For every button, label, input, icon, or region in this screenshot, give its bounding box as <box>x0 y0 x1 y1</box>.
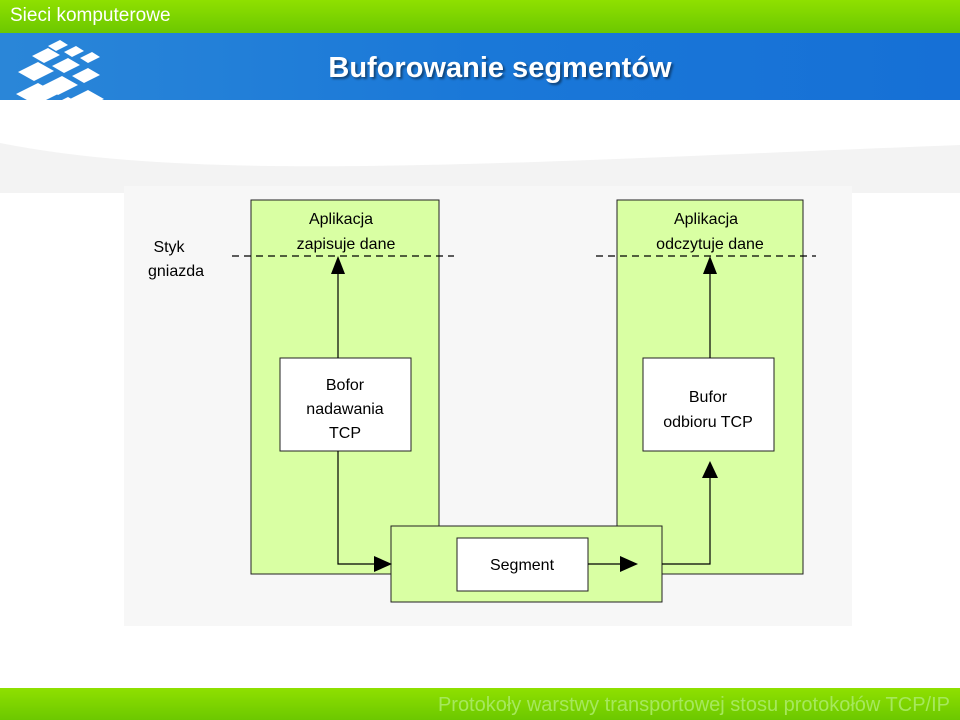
arrowhead-sendbuf-up <box>331 256 345 274</box>
background-swoosh <box>0 143 960 193</box>
send-buffer-line1: Bofor <box>326 377 365 394</box>
sender-app-line2: zapisuje dane <box>297 236 396 253</box>
arrow-sendbuf-to-network <box>337 451 380 565</box>
receiver-app-line2: odczytuje dane <box>656 236 764 253</box>
send-buffer-box <box>279 357 412 452</box>
logo-text: E-STUDIA INFORMATYCZNE <box>6 130 148 141</box>
slide-title: Buforowanie segmentów <box>328 52 672 84</box>
recv-buffer-box <box>642 357 775 452</box>
segment-label: Segment <box>490 557 555 574</box>
receiver-app-line1: Aplikacja <box>674 211 738 228</box>
footer-text: Protokoły warstwy transportowej stosu pr… <box>437 694 950 716</box>
segment-box <box>456 537 589 592</box>
arrow-network-to-recvbuf <box>662 478 711 565</box>
recv-buffer-line1: Bufor <box>689 389 728 406</box>
arrowhead-segment-right <box>620 556 638 572</box>
tcp-buffering-diagram: Styk gniazda Aplikacja zapisuje dane Apl… <box>124 186 852 626</box>
title-banner <box>0 33 960 100</box>
bottom-bar: Protokoły warstwy transportowej stosu pr… <box>0 688 960 720</box>
socket-label-line2: gniazda <box>148 263 204 280</box>
send-buffer-line3: TCP <box>329 425 361 442</box>
logo-icon <box>16 40 104 119</box>
socket-label-line1: Styk <box>153 239 185 256</box>
recv-buffer-line2: odbioru TCP <box>663 414 753 431</box>
arrowhead-into-recvbuf <box>702 461 718 478</box>
arrowhead-into-network <box>374 556 392 572</box>
top-bar: Sieci komputerowe <box>0 0 960 33</box>
sender-app-line1: Aplikacja <box>309 211 373 228</box>
send-buffer-line2: nadawania <box>306 401 384 418</box>
arrowhead-recvbuf-up <box>703 256 717 274</box>
course-title: Sieci komputerowe <box>10 5 171 26</box>
